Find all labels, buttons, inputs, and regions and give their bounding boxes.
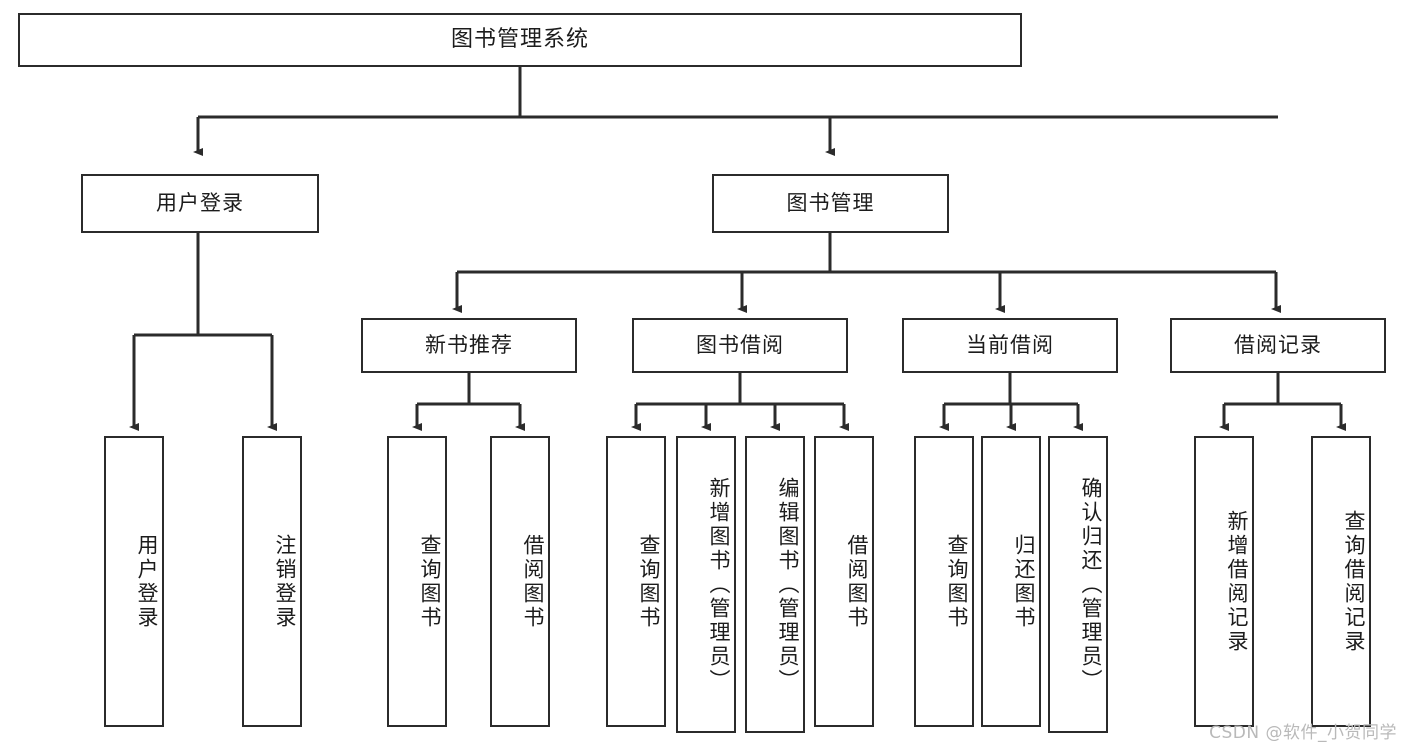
node-label: 新增图书（管理员）: [707, 476, 731, 693]
node-label: 用户登录: [156, 190, 244, 215]
node-current-borrow[interactable]: 当前借阅: [902, 318, 1118, 373]
node-label: 新书推荐: [425, 332, 513, 357]
leaf-query-borrow-record[interactable]: 查询借阅记录: [1311, 436, 1371, 727]
node-label: 归还图书: [1012, 533, 1036, 630]
node-label: 查询图书: [418, 533, 442, 630]
leaf-user-logout[interactable]: 注销登录: [242, 436, 302, 727]
watermark-text: CSDN @软件_小贺同学: [1209, 723, 1397, 743]
node-label: 借阅图书: [521, 533, 545, 630]
node-label: 图书管理系统: [450, 26, 589, 52]
node-label: 编辑图书（管理员）: [776, 476, 800, 693]
leaf-borrow-book[interactable]: 借阅图书: [814, 436, 874, 727]
leaf-query-book-current[interactable]: 查询图书: [914, 436, 974, 727]
leaf-query-book-borrow[interactable]: 查询图书: [606, 436, 666, 727]
leaf-user-login[interactable]: 用户登录: [104, 436, 164, 727]
node-label: 图书管理: [786, 190, 875, 215]
node-book-management[interactable]: 图书管理: [712, 174, 949, 233]
leaf-return-book[interactable]: 归还图书: [981, 436, 1041, 727]
leaf-add-borrow-record[interactable]: 新增借阅记录: [1194, 436, 1254, 727]
leaf-query-book-recommend[interactable]: 查询图书: [387, 436, 447, 727]
node-user-login[interactable]: 用户登录: [81, 174, 319, 233]
node-root-system[interactable]: 图书管理系统: [18, 13, 1022, 67]
node-label: 借阅记录: [1234, 332, 1322, 357]
node-borrow-records[interactable]: 借阅记录: [1170, 318, 1386, 373]
node-label: 图书借阅: [696, 332, 784, 357]
node-label: 当前借阅: [966, 332, 1054, 357]
node-label: 注销登录: [273, 533, 297, 630]
leaf-borrow-book-recommend[interactable]: 借阅图书: [490, 436, 550, 727]
node-label: 新增借阅记录: [1225, 509, 1249, 654]
node-new-book-recommend[interactable]: 新书推荐: [361, 318, 577, 373]
leaf-add-book-admin[interactable]: 新增图书（管理员）: [676, 436, 736, 733]
node-label: 确认归还（管理员）: [1079, 476, 1103, 693]
node-label: 用户登录: [135, 533, 159, 630]
leaf-edit-book-admin[interactable]: 编辑图书（管理员）: [745, 436, 805, 733]
node-label: 查询图书: [945, 533, 969, 630]
node-label: 查询图书: [637, 533, 661, 630]
node-label: 查询借阅记录: [1342, 509, 1366, 654]
leaf-confirm-return-admin[interactable]: 确认归还（管理员）: [1048, 436, 1108, 733]
node-book-borrow[interactable]: 图书借阅: [632, 318, 848, 373]
node-label: 借阅图书: [845, 533, 869, 630]
